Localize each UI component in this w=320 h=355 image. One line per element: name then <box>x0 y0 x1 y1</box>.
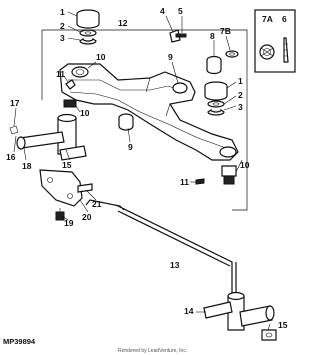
callout-10-upper: 10 <box>96 52 106 62</box>
callout-8: 8 <box>210 31 215 41</box>
inset-label-6: 6 <box>282 14 287 24</box>
callout-5: 5 <box>178 6 183 16</box>
callout-21: 21 <box>92 199 102 209</box>
callout-labels: 1 2 3 12 4 5 8 7B 7A 6 10 9 1 2 3 11 10 … <box>6 6 288 330</box>
callout-11-lower: 11 <box>180 177 189 187</box>
callout-11-upper: 11 <box>56 69 65 79</box>
parts-diagram: 1 2 3 12 4 5 8 7B 7A 6 10 9 1 2 3 11 10 … <box>3 6 296 354</box>
bolt-19[interactable] <box>55 208 65 221</box>
callout-17: 17 <box>10 98 20 108</box>
bushing-stack-top-left[interactable] <box>76 9 100 45</box>
callout-16: 16 <box>6 152 16 162</box>
callout-14: 14 <box>184 306 194 316</box>
callout-3-right: 3 <box>238 102 243 112</box>
left-spindle[interactable] <box>16 113 87 161</box>
callout-1-top: 1 <box>60 7 65 17</box>
callout-7b: 7B <box>220 26 231 36</box>
fitting-and-clip[interactable] <box>169 29 187 43</box>
callout-15-bottom: 15 <box>278 320 288 330</box>
bolt-11-upper[interactable] <box>65 79 76 90</box>
callout-1-right: 1 <box>238 76 243 86</box>
callout-20: 20 <box>82 212 92 222</box>
callout-4: 4 <box>160 6 165 16</box>
callout-10-right: 10 <box>240 160 250 170</box>
steering-arm-bracket[interactable] <box>39 169 93 207</box>
axle-assembly-frame <box>41 29 248 211</box>
inset-box <box>254 9 296 73</box>
bushing-10-left[interactable] <box>63 99 77 108</box>
washer-15-bottom[interactable] <box>261 329 277 341</box>
spacers-8-7b[interactable] <box>206 50 239 75</box>
tie-rod[interactable] <box>85 199 237 299</box>
callout-15-left: 15 <box>62 160 72 170</box>
callout-12: 12 <box>118 18 128 28</box>
callout-3-top: 3 <box>60 33 65 43</box>
reference-code: MP39894 <box>3 337 36 346</box>
inset-label-7a: 7A <box>262 14 273 24</box>
callout-18: 18 <box>22 161 32 171</box>
footer-credit: Rendered by LeadVenture, Inc. <box>118 348 187 354</box>
callout-9-lower: 9 <box>128 142 133 152</box>
callout-9-upper: 9 <box>168 52 173 62</box>
spacer-9-lower[interactable] <box>118 113 134 131</box>
front-axle-beam[interactable] <box>59 63 239 161</box>
leader-lines <box>13 11 271 331</box>
bolt-11-lower[interactable] <box>195 178 205 185</box>
callout-2-right: 2 <box>238 90 243 100</box>
callout-13: 13 <box>170 260 180 270</box>
callout-19: 19 <box>64 218 74 228</box>
callout-10-left: 10 <box>80 108 90 118</box>
washer-17[interactable] <box>9 125 19 135</box>
bushing-stack-right[interactable] <box>204 81 228 116</box>
callout-2-top: 2 <box>60 21 65 31</box>
bushing-10-right[interactable] <box>221 165 237 185</box>
right-spindle[interactable] <box>203 291 275 331</box>
